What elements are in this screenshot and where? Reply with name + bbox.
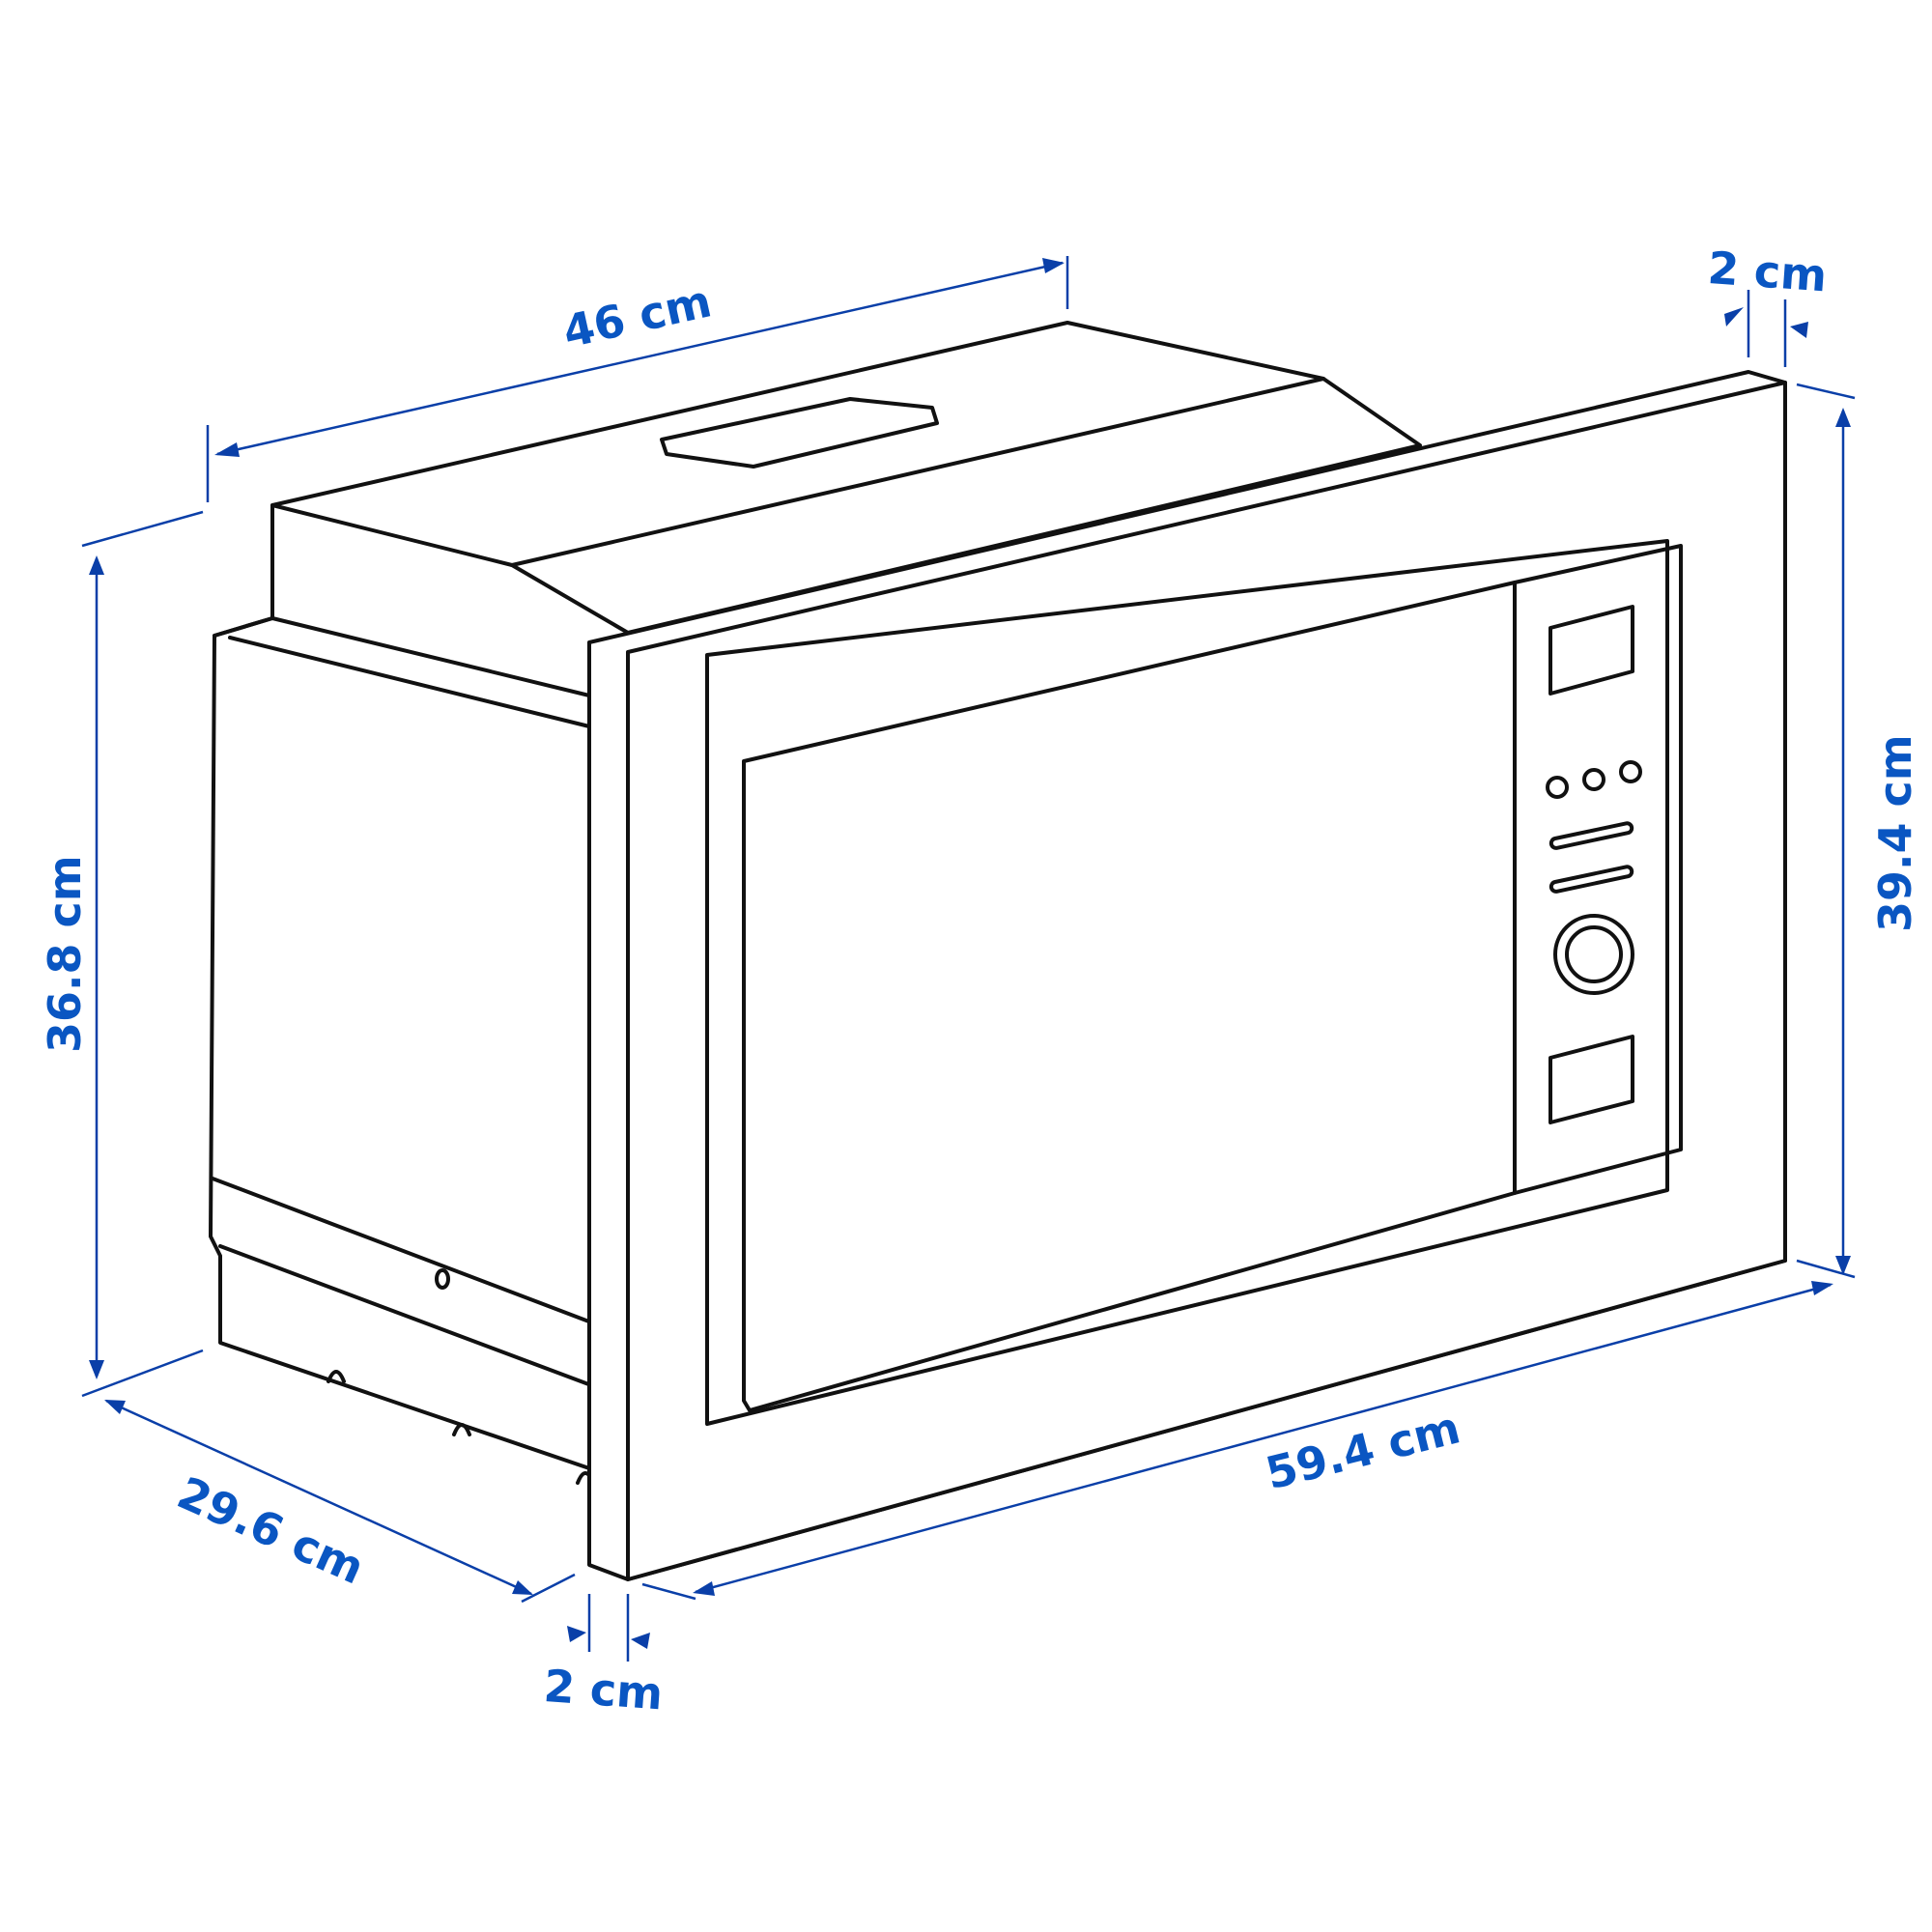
button-3 xyxy=(1619,760,1642,783)
door-window xyxy=(742,581,1517,1412)
top-vent xyxy=(660,397,939,469)
control-knob xyxy=(1553,914,1634,995)
dimension-frame-depth-bottom: 2 cm xyxy=(542,1660,665,1720)
side-body xyxy=(209,616,612,1470)
display-top xyxy=(1548,605,1634,696)
dimension-frame-depth-top: 2 cm xyxy=(1706,242,1829,302)
dimension-frame-height: 39.4 cm xyxy=(1869,734,1921,932)
button-2 xyxy=(1582,768,1605,791)
display-bottom xyxy=(1548,1035,1634,1124)
dimension-body-height: 36.8 cm xyxy=(39,855,91,1053)
button-1 xyxy=(1546,776,1569,799)
